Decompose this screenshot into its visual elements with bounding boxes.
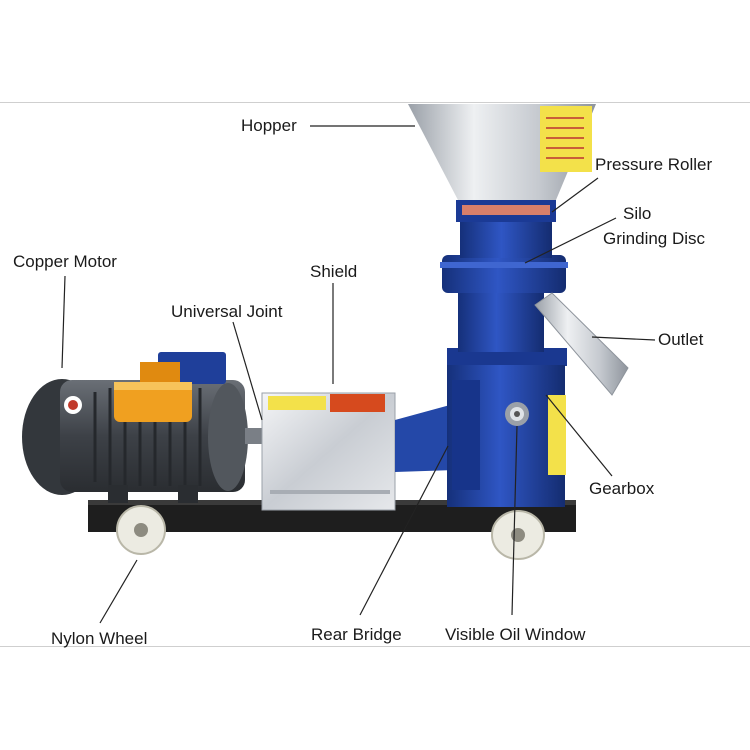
leader-copper-motor — [61, 275, 66, 369]
bottom-divider — [0, 646, 750, 647]
shield-cover — [261, 392, 396, 511]
leader-gearbox — [545, 394, 613, 477]
hopper-cone — [408, 104, 596, 200]
leader-outlet — [591, 336, 656, 341]
die-housing — [440, 200, 568, 352]
label-grinding-disc: Grinding Disc — [603, 229, 706, 248]
oil-window — [505, 402, 529, 426]
label-universal-joint: Universal Joint — [171, 302, 283, 321]
label-pressure-roller: Pressure Roller — [595, 155, 713, 174]
leader-universal-joint — [232, 321, 263, 421]
label-rear-bridge: Rear Bridge — [311, 625, 402, 644]
label-silo: Silo — [623, 204, 652, 223]
outlet-chute — [534, 292, 629, 396]
top-divider — [0, 102, 750, 103]
leader-oil-window — [511, 425, 518, 616]
nylon-wheel-rear — [491, 510, 545, 560]
label-shield: Shield — [310, 262, 358, 281]
label-gearbox: Gearbox — [589, 479, 655, 498]
gearbox — [447, 348, 567, 507]
label-visible-oil-window: Visible Oil Window — [445, 625, 586, 644]
label-outlet: Outlet — [658, 330, 704, 349]
junction-box — [114, 352, 226, 422]
leader-lines — [61, 125, 656, 624]
leader-rear-bridge — [359, 445, 449, 616]
label-nylon-wheel: Nylon Wheel — [51, 629, 148, 648]
rear-bridge — [395, 405, 455, 472]
label-copper-motor: Copper Motor — [13, 252, 117, 271]
leader-pressure-roller — [551, 177, 599, 213]
label-hopper: Hopper — [241, 116, 297, 135]
leader-nylon-wheel — [99, 559, 138, 624]
leader-silo — [524, 217, 617, 264]
nylon-wheel-front — [116, 505, 166, 555]
